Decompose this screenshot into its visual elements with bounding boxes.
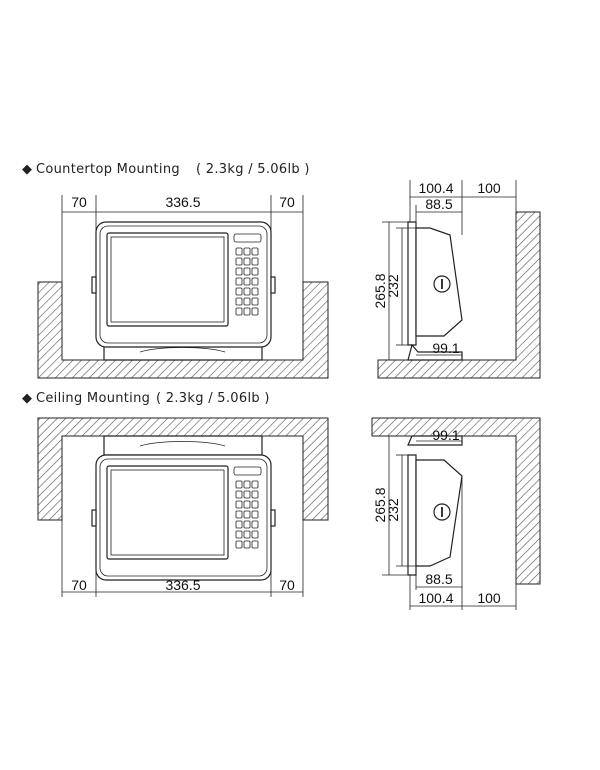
ceiling-dim-right: 70 [279, 577, 295, 593]
ceiling-front-view: 70 336.5 70 [37, 417, 329, 597]
countertop-front-view: 70 336.5 70 [37, 194, 329, 379]
ceiling-dim-height-total: 265.8 [372, 487, 388, 522]
bullet-icon: ◆ [22, 391, 32, 406]
ceiling-dim-width: 336.5 [165, 577, 200, 593]
countertop-dim-height-case: 232 [385, 274, 401, 298]
ceiling-dim-clearance: 100 [477, 590, 501, 606]
countertop-dim-depth-case: 88.5 [425, 196, 452, 212]
countertop-dim-height-total: 265.8 [372, 273, 388, 308]
ceiling-dim-depth-total: 100.4 [418, 590, 453, 606]
countertop-weight: ( 2.3kg / 5.06lb ) [196, 162, 310, 177]
countertop-dim-clearance: 100 [477, 180, 501, 196]
ceiling-dim-height-case: 232 [385, 498, 401, 522]
countertop-dim-bracket: 99.1 [432, 340, 459, 356]
countertop-dim-left: 70 [71, 194, 87, 210]
countertop-side-view: 100.4 100 88.5 265.8 232 99.1 [372, 180, 541, 379]
ceiling-weight: ( 2.3kg / 5.06lb ) [156, 391, 270, 406]
bullet-icon: ◆ [22, 162, 32, 177]
ceiling-dim-left: 70 [71, 577, 87, 593]
ceiling-section: ◆ Ceiling Mounting ( 2.3kg / 5.06lb ) 70… [22, 391, 541, 610]
countertop-dim-right: 70 [279, 194, 295, 210]
ceiling-side-view: 99.1 265.8 232 88.5 100.4 100 [371, 417, 541, 610]
ceiling-heading: Ceiling Mounting [36, 391, 150, 406]
ceiling-dim-bracket: 99.1 [432, 427, 459, 443]
countertop-section: ◆ Countertop Mounting ( 2.3kg / 5.06lb )… [22, 162, 541, 379]
countertop-dim-width: 336.5 [165, 194, 200, 210]
ceiling-dim-depth-case: 88.5 [425, 571, 452, 587]
countertop-heading: Countertop Mounting [36, 162, 180, 177]
countertop-dim-depth-total: 100.4 [418, 180, 453, 196]
